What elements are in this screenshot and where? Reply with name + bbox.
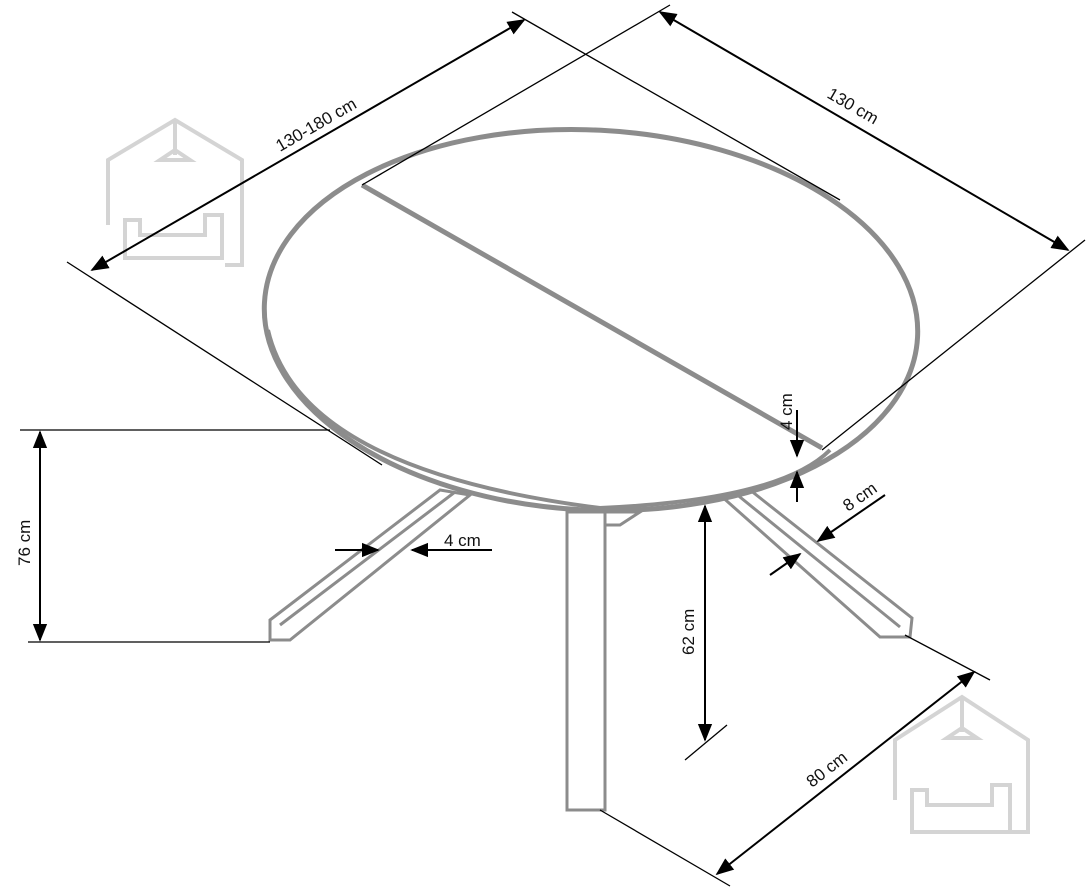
watermark-logo-icon: [106, 117, 244, 267]
table-legs: [268, 488, 914, 812]
table-top: [261, 126, 921, 514]
length-label: 130-180 cm: [273, 94, 360, 155]
leg-width-label: 8 cm: [839, 479, 880, 516]
top-thickness-label: 4 cm: [777, 393, 796, 430]
width-label: 130 cm: [824, 84, 882, 128]
base-span-label: 80 cm: [803, 748, 851, 791]
clearance-label: 62 cm: [679, 609, 698, 655]
height-label: 76 cm: [15, 520, 34, 566]
leg-thickness-label: 4 cm: [444, 531, 481, 550]
dimension-lines: [20, 4, 1086, 887]
